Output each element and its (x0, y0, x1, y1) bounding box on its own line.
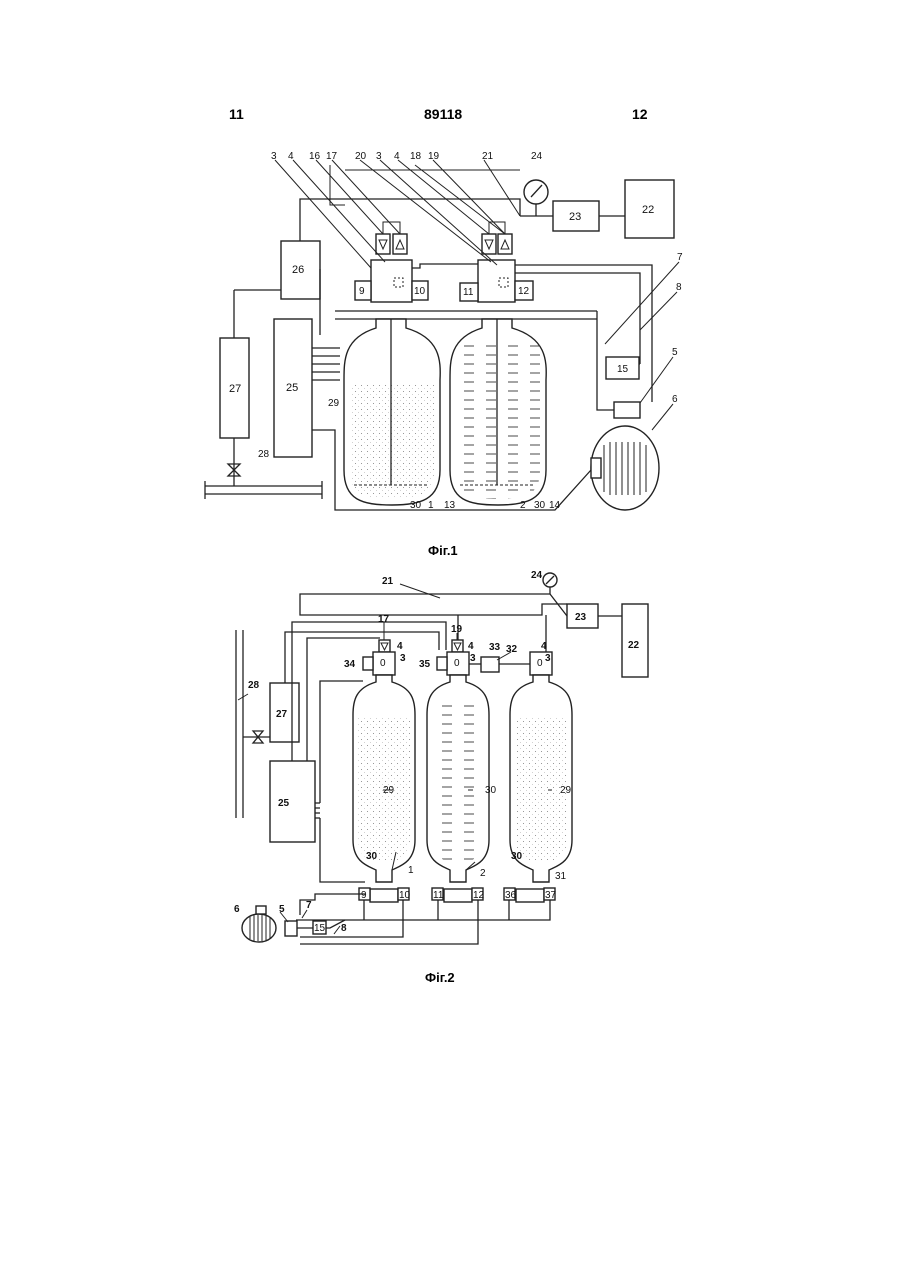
fig2-callout-29a: 29 (383, 785, 395, 796)
fig2-callout-32: 32 (506, 644, 518, 655)
fig1-callout-16: 16 (309, 151, 321, 162)
fig2-box-11-label: 11 (433, 890, 444, 901)
fig1-callout-14: 14 (549, 500, 561, 511)
figure-2: 22 23 27 25 (234, 570, 648, 944)
fig2-callout-4b: 4 (468, 641, 474, 652)
fig1-callout-24: 24 (531, 151, 543, 162)
fig2-callout-30a: 30 (366, 851, 378, 862)
fig2-callout-21: 21 (382, 576, 394, 587)
fig1-callout-3b: 3 (376, 151, 382, 162)
fig1-valve-block-right (478, 260, 515, 302)
fig2-callout-35: 35 (419, 659, 431, 670)
fig2-box-23-label: 23 (575, 612, 587, 623)
fig1-callout-30b: 30 (534, 500, 546, 511)
fig1-callout-7: 7 (677, 252, 683, 263)
fig1-valve-block-left (371, 260, 412, 302)
fig2-box-25-label: 25 (278, 798, 290, 809)
fig2-box-27-label: 27 (276, 709, 288, 720)
fig2-callout-8: 8 (341, 923, 347, 934)
fig2-box-25 (270, 761, 315, 842)
fig1-box-26-label: 26 (292, 264, 304, 276)
fig1-callout-17: 17 (326, 151, 338, 162)
fig2-callout-24: 24 (531, 570, 543, 581)
fig2-box-22-label: 22 (628, 640, 640, 651)
fig2-callout-17: 17 (378, 614, 390, 625)
fig1-box-12-label: 12 (518, 286, 530, 297)
fig2-callout-3b: 3 (470, 653, 476, 664)
fig2-callout-31: 31 (555, 871, 567, 882)
fig2-callout-2: 2 (480, 868, 486, 879)
fig1-box-25-label: 25 (286, 382, 298, 394)
fig2-callout-19: 19 (451, 624, 463, 635)
fig2-callout-30mid: 30 (485, 785, 497, 796)
fig2-box-15-label: 15 (314, 923, 326, 934)
fig2-callout-4c: 4 (541, 641, 547, 652)
fig1-callout-13: 13 (444, 500, 456, 511)
fig2-callout-5: 5 (279, 904, 285, 915)
fig2-callout-28: 28 (248, 680, 260, 691)
fig1-callout-28: 28 (258, 449, 270, 460)
fig1-box-11-label: 11 (463, 287, 474, 298)
fig2-callout-3a: 3 (400, 653, 406, 664)
fig1-box-27-label: 27 (229, 383, 241, 395)
fig2-callout-1: 1 (408, 865, 414, 876)
fig2-box-9-label: 9 (361, 890, 367, 901)
svg-text:0: 0 (380, 658, 386, 669)
fig1-callout-29: 29 (328, 398, 340, 409)
fig1-callout-20: 20 (355, 151, 367, 162)
fig1-callout-3a: 3 (271, 151, 277, 162)
fig1-callout-19: 19 (428, 151, 440, 162)
fig1-box-9-label: 9 (359, 286, 365, 297)
fig1-callout-4a: 4 (288, 151, 294, 162)
fig2-box-12-label: 12 (473, 890, 485, 901)
fig2-callout-33: 33 (489, 642, 501, 653)
fig2-callout-34: 34 (344, 659, 356, 670)
fig2-callout-4a: 4 (397, 641, 403, 652)
fig1-callout-5: 5 (672, 347, 678, 358)
svg-text:0: 0 (537, 658, 543, 669)
fig1-callout-18: 18 (410, 151, 422, 162)
fig2-callout-30c: 30 (511, 851, 523, 862)
fig2-motor-6 (242, 914, 276, 942)
fig2-box-10-label: 10 (399, 890, 411, 901)
figure-2-caption: Фіг.2 (425, 970, 455, 985)
fig1-box-10-label: 10 (414, 286, 426, 297)
figure-1: 22 23 26 25 27 (205, 151, 683, 511)
fig2-callout-29b: 29 (560, 785, 572, 796)
fig1-box-22-label: 22 (642, 204, 654, 216)
fig1-pump-5 (614, 402, 640, 418)
fig2-box-36-label: 36 (505, 890, 517, 901)
fig1-callout-21: 21 (482, 151, 494, 162)
fig2-box-37-label: 37 (545, 890, 557, 901)
fig1-callout-8: 8 (676, 282, 682, 293)
fig1-box-23-label: 23 (569, 211, 581, 223)
fig1-callout-30a: 30 (410, 500, 422, 511)
fig1-callout-2: 2 (520, 500, 526, 511)
fig1-callout-1: 1 (428, 500, 434, 511)
fig2-callout-3c: 3 (545, 653, 551, 664)
figure-1-caption: Фіг.1 (428, 543, 458, 558)
fig1-callout-4b: 4 (394, 151, 400, 162)
fig2-callout-7: 7 (306, 900, 312, 911)
fig1-box-15-label: 15 (617, 364, 629, 375)
fig1-callout-6: 6 (672, 394, 678, 405)
fig2-callout-6: 6 (234, 904, 240, 915)
svg-text:0: 0 (454, 658, 460, 669)
